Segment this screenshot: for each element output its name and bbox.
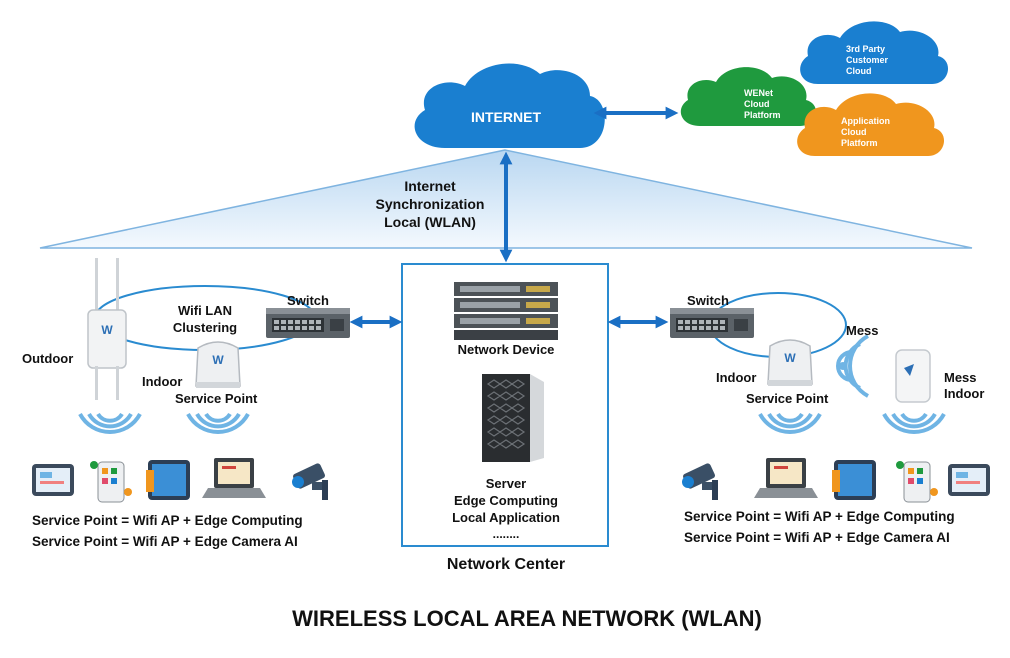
left-caption-2: Service Point = Wifi AP + Edge Camera AI: [32, 534, 298, 549]
server-line-1: Server: [486, 476, 526, 491]
page-title: WIRELESS LOCAL AREA NETWORK (WLAN): [292, 606, 762, 631]
right-device-row: [682, 458, 990, 503]
right-mess-indoor-line-1: Mess: [944, 370, 977, 385]
right-indoor-ap-icon: [767, 339, 813, 387]
left-device-row: [32, 458, 328, 503]
left-indoor-ap-icon: [195, 341, 241, 389]
sync-line-1: Internet: [404, 178, 456, 194]
server-icon: [482, 374, 544, 462]
right-caption-2: Service Point = Wifi AP + Edge Camera AI: [684, 530, 950, 545]
sync-line-3: Local (WLAN): [384, 214, 476, 230]
svg-text:Platform: Platform: [744, 110, 781, 120]
right-indoor-label: Indoor: [716, 370, 756, 385]
wenet-line-2: Cloud: [744, 99, 770, 109]
mess-indoor-ap-icon: [895, 349, 931, 403]
outdoor-ap-icon: W: [87, 258, 127, 400]
phone-apps-icon: [90, 461, 132, 503]
svg-text:Cloud: Cloud: [744, 99, 770, 109]
wenet-line-3: Platform: [744, 110, 781, 120]
security-camera-icon: [292, 463, 328, 500]
wenet-cloud: WENet Cloud Platform: [680, 67, 817, 126]
server-line-4: ........: [493, 527, 520, 541]
svg-text:WENet: WENet: [744, 88, 773, 98]
network-device-icon: [454, 282, 558, 340]
third-party-line-1: 3rd Party: [846, 44, 885, 54]
third-party-line-3: Cloud: [846, 66, 872, 76]
laptop-icon: [202, 458, 266, 498]
left-cluster-line-2: Clustering: [173, 320, 237, 335]
right-indoor-wifi-icon: [758, 412, 822, 434]
right-mess-indoor-line-2: Indoor: [944, 386, 984, 401]
right-switch-icon: [670, 308, 754, 338]
right-switch-label: Switch: [687, 293, 729, 308]
server-line-2: Edge Computing: [454, 493, 558, 508]
security-camera-icon: [682, 463, 718, 500]
right-mess-wifi-icon: [882, 412, 946, 434]
left-caption-1: Service Point = Wifi AP + Edge Computing: [32, 513, 303, 528]
right-service-point-label: Service Point: [746, 391, 829, 406]
left-indoor-wifi-icon: [186, 412, 250, 434]
server-line-3: Local Application: [452, 510, 560, 525]
application-cloud: Application Cloud Platform: [797, 93, 945, 156]
right-mess-label: Mess: [846, 323, 879, 338]
network-center-label: Network Center: [447, 556, 565, 573]
left-indoor-label: Indoor: [142, 374, 182, 389]
network-center-box: [401, 263, 609, 547]
mess-signal-icon: [836, 334, 869, 398]
laptop-icon: [754, 458, 818, 498]
sync-line-2: Synchronization: [376, 196, 485, 212]
application-line-2: Cloud: [841, 127, 867, 137]
tablet-icon: [948, 464, 990, 496]
third-party-line-2: Customer: [846, 55, 889, 65]
left-outdoor-label: Outdoor: [22, 351, 73, 366]
phone-apps-icon: [896, 461, 938, 503]
left-switch-label: Switch: [287, 293, 329, 308]
left-service-point-label: Service Point: [175, 391, 258, 406]
right-caption-1: Service Point = Wifi AP + Edge Computing: [684, 509, 955, 524]
internet-label: INTERNET: [471, 109, 541, 125]
left-cluster-line-1: Wifi LAN: [178, 303, 232, 318]
left-outdoor-wifi-icon: [78, 412, 142, 434]
svg-text:W: W: [101, 323, 113, 337]
tablet-blue-icon: [832, 460, 876, 500]
tablet-icon: [32, 464, 74, 496]
internet-cloud: INTERNET: [414, 63, 605, 149]
left-switch-icon: [266, 308, 350, 338]
application-line-3: Platform: [841, 138, 878, 148]
third-party-cloud: 3rd Party Customer Cloud: [800, 21, 949, 84]
wenet-line-1: WENet: [744, 88, 773, 98]
application-line-1: Application: [841, 116, 890, 126]
network-device-label: Network Device: [458, 342, 555, 357]
tablet-blue-icon: [146, 460, 190, 500]
